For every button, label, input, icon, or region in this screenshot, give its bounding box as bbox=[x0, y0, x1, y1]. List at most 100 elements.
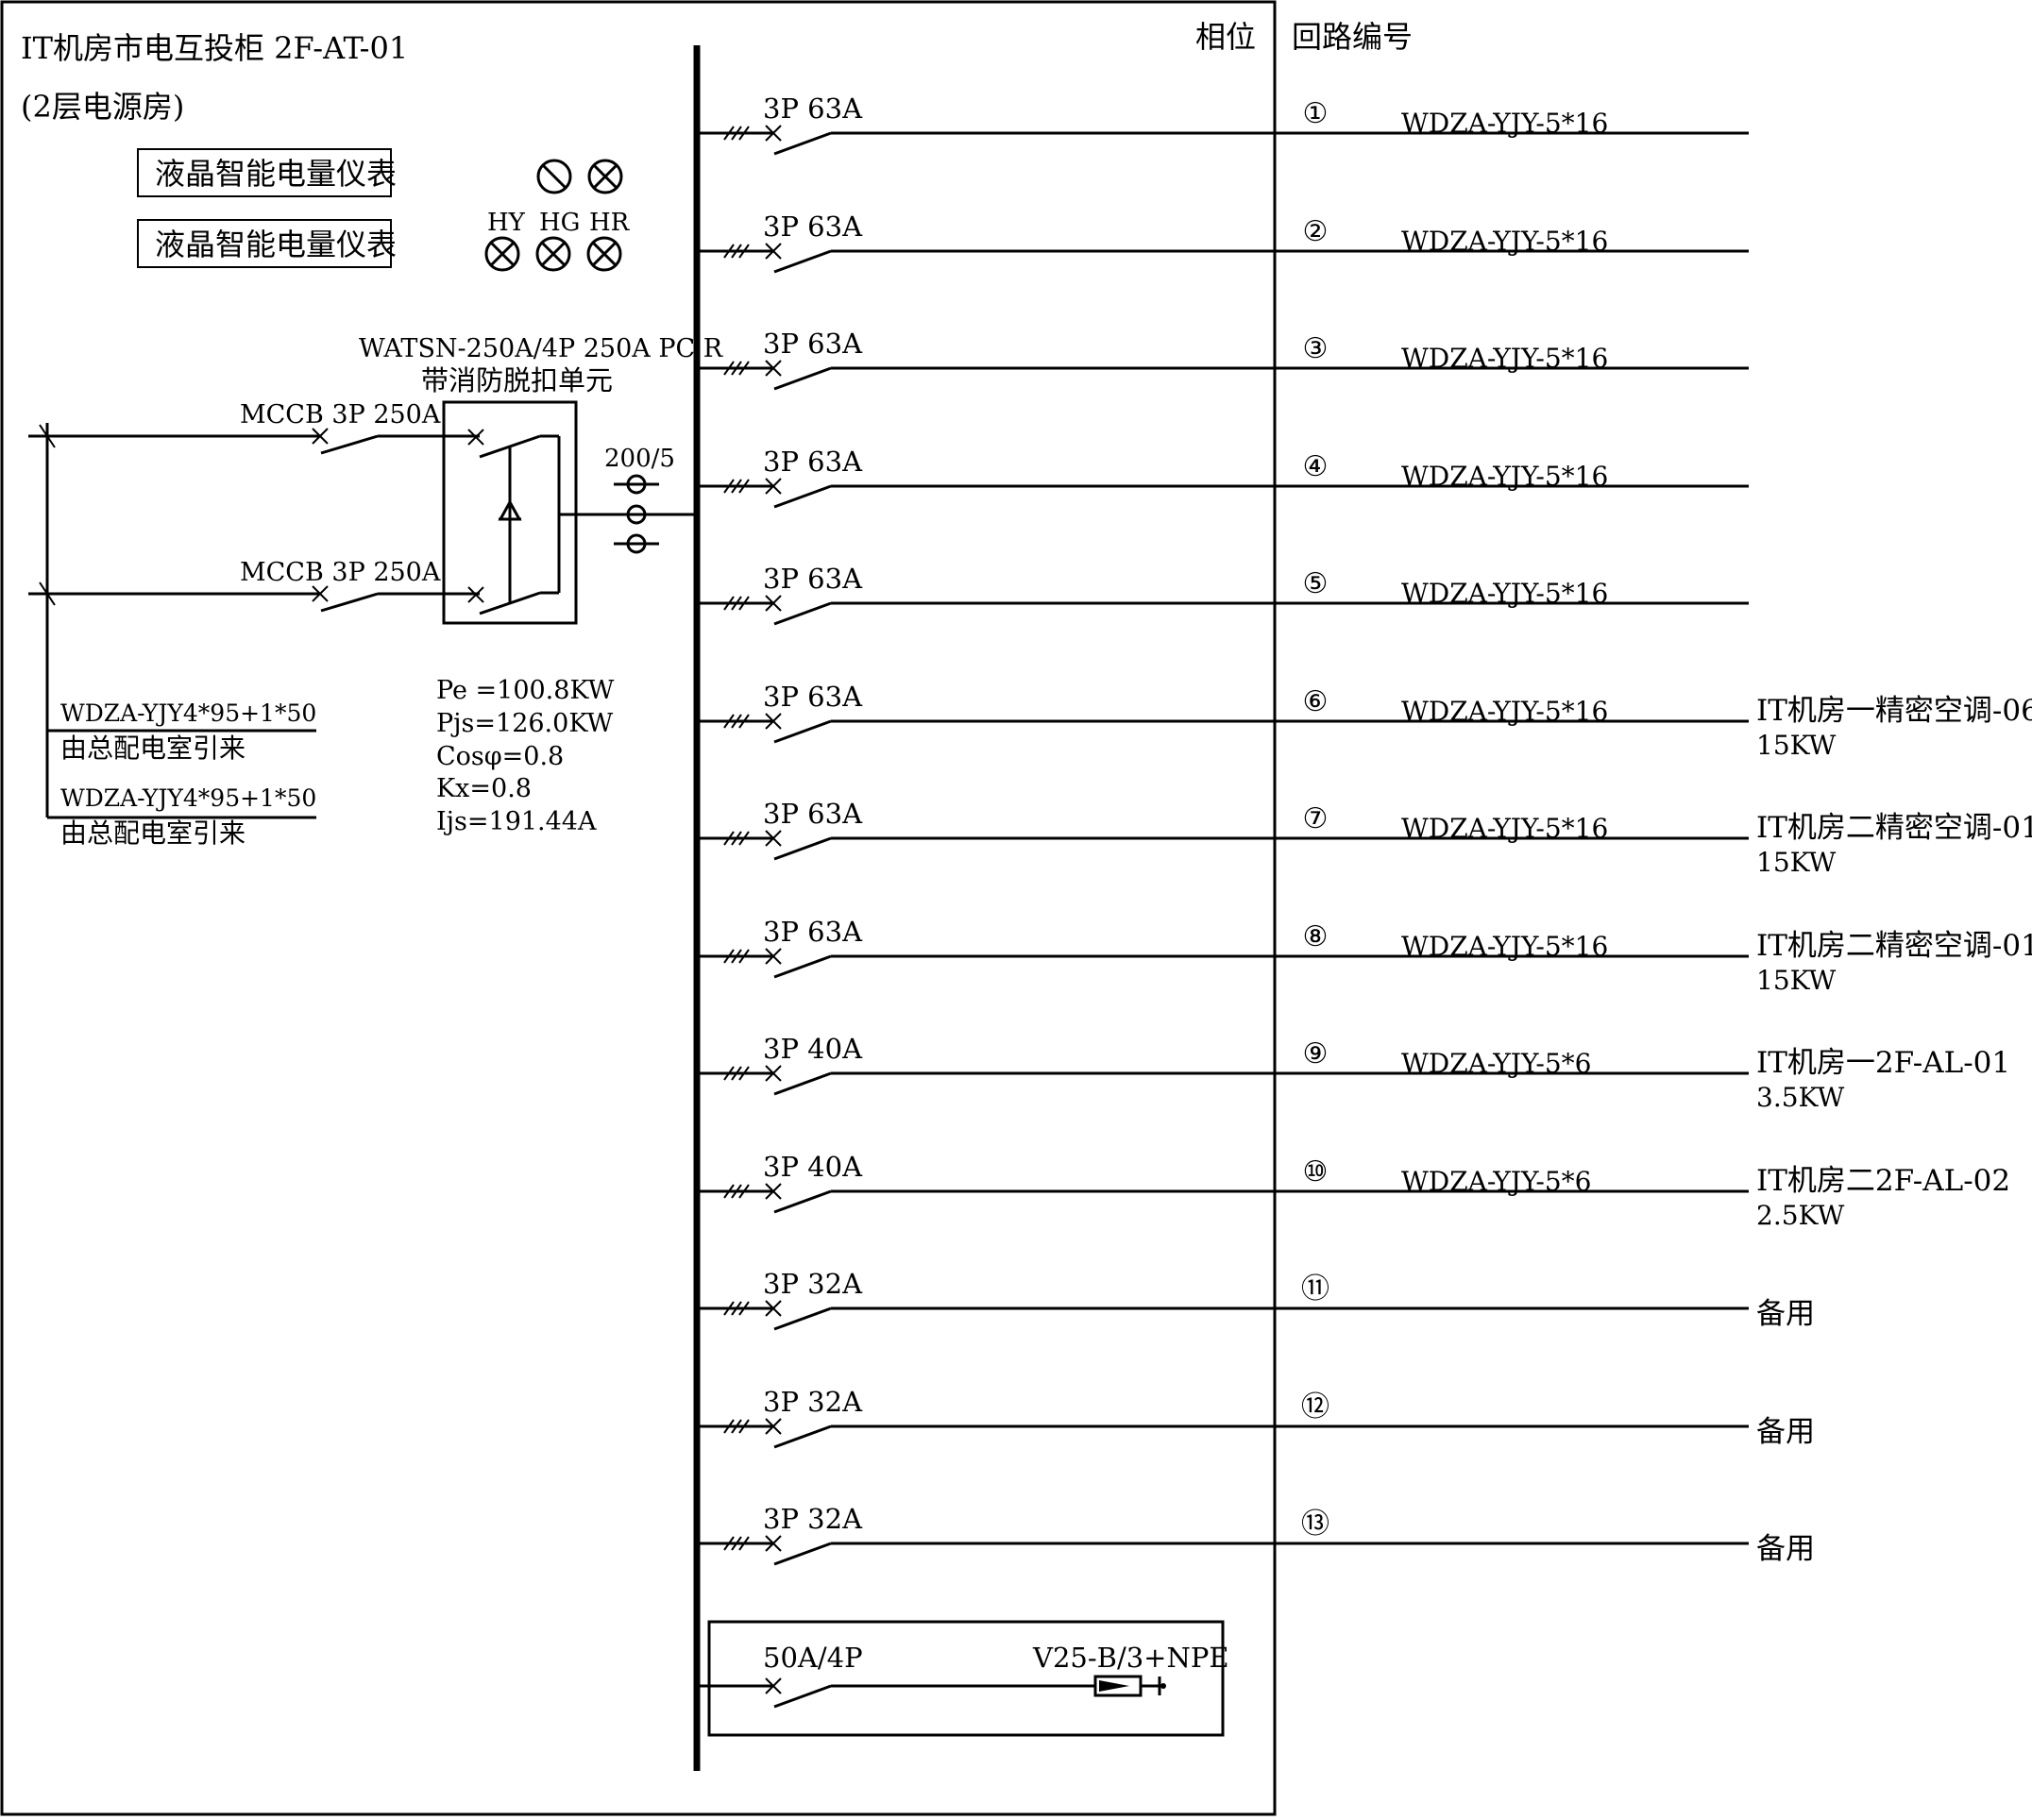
spd-section: 50A/4P V25-B/3+NPE bbox=[697, 1620, 1229, 1737]
incomer-2: MCCB 3P 250A bbox=[28, 558, 480, 613]
circuit-cable: WDZA-YJY-5*6 bbox=[1401, 1166, 1592, 1197]
breaker-blade bbox=[773, 954, 832, 979]
breaker-contact-icon bbox=[765, 1418, 782, 1435]
circuit-breaker-rating: 3P 63A bbox=[763, 798, 863, 830]
breaker-contact-icon bbox=[765, 1300, 782, 1317]
breaker-blade bbox=[773, 836, 832, 861]
circuit-row: 3P 32A ⑪ 备用 bbox=[697, 1268, 1815, 1331]
meter-box-1 bbox=[137, 148, 392, 197]
lamp-hy-icon bbox=[484, 236, 520, 272]
spd-breaker: 50A/4P bbox=[763, 1642, 863, 1674]
incomer-1: MCCB 3P 250A bbox=[28, 400, 480, 455]
meter-label-2: 液晶智能电量仪表 bbox=[155, 227, 397, 262]
ats-switch bbox=[442, 400, 697, 625]
breaker-blade bbox=[773, 1189, 832, 1214]
circuit-breaker-rating: 3P 32A bbox=[763, 1386, 863, 1418]
spd-model: V25-B/3+NPE bbox=[1032, 1642, 1229, 1674]
switch-indicator-icon bbox=[536, 159, 572, 194]
calc-pjs: Pjs=126.0KW bbox=[436, 709, 614, 738]
circuit-power: 3.5KW bbox=[1756, 1082, 1844, 1113]
circuit-cable: WDZA-YJY-5*16 bbox=[1401, 108, 1608, 139]
circuit-load: 备用 bbox=[1756, 1532, 1815, 1566]
circuit-cable: WDZA-YJY-5*6 bbox=[1401, 1048, 1592, 1079]
breaker-blade bbox=[773, 131, 832, 156]
circuit-number: ④ bbox=[1303, 450, 1329, 483]
three-phase-tick-icon bbox=[723, 1184, 750, 1199]
lamp-label-hg: HG bbox=[539, 209, 580, 237]
calc-ijs: Ijs=191.44A bbox=[436, 807, 597, 836]
ct-icon bbox=[614, 474, 659, 554]
lamp-label-hr: HR bbox=[589, 209, 631, 237]
circuit-load: 备用 bbox=[1756, 1415, 1815, 1449]
calc-kx: Kx=0.8 bbox=[436, 774, 532, 803]
circuit-number: ⑧ bbox=[1303, 920, 1329, 953]
ct-ratio: 200/5 bbox=[604, 445, 675, 473]
breaker-contact-icon bbox=[765, 125, 782, 142]
incomer-1-cable: WDZA-YJY4*95+1*50 bbox=[60, 699, 316, 727]
circuit-breaker-rating: 3P 32A bbox=[763, 1503, 863, 1535]
circuit-cable: WDZA-YJY-5*16 bbox=[1401, 343, 1608, 374]
circuit-cable: WDZA-YJY-5*16 bbox=[1401, 931, 1608, 962]
circuit-breaker-rating: 3P 63A bbox=[763, 446, 863, 478]
lamp-label-hy: HY bbox=[487, 209, 526, 237]
circuit-breaker-rating: 3P 63A bbox=[763, 563, 863, 595]
incomer-1-source: 由总配电室引来 bbox=[60, 733, 246, 764]
breaker-contact-icon bbox=[765, 360, 782, 377]
circuit-number: ③ bbox=[1303, 332, 1329, 365]
circuit-number: ⑪ bbox=[1301, 1272, 1329, 1306]
circuit-number: ⑩ bbox=[1303, 1155, 1329, 1188]
circuit-breaker-rating: 3P 63A bbox=[763, 681, 863, 713]
ats-note: 带消防脱扣单元 bbox=[421, 364, 613, 396]
three-phase-tick-icon bbox=[723, 714, 750, 729]
circuit-load: IT机房二精密空调-01 bbox=[1756, 811, 2032, 845]
circuit-number: ⑦ bbox=[1303, 802, 1329, 835]
breaker-blade bbox=[773, 484, 832, 509]
circuit-power: 15KW bbox=[1756, 847, 1837, 878]
three-phase-tick-icon bbox=[723, 596, 750, 611]
circuit-number: ⑥ bbox=[1303, 685, 1329, 718]
calc-cos: Cosφ=0.8 bbox=[436, 742, 564, 771]
breaker-contact-icon bbox=[765, 830, 782, 847]
circuit-power: 15KW bbox=[1756, 965, 1837, 996]
three-phase-tick-icon bbox=[723, 831, 750, 846]
circuit-number: ⑬ bbox=[1301, 1508, 1329, 1541]
circuit-breaker-rating: 3P 63A bbox=[763, 211, 863, 243]
circuit-load: IT机房一2F-AL-01 bbox=[1756, 1046, 2010, 1080]
incomer-1-breaker: MCCB 3P 250A bbox=[240, 400, 441, 430]
three-phase-tick-icon bbox=[723, 361, 750, 376]
breaker-contact-icon bbox=[765, 713, 782, 730]
breaker-blade bbox=[773, 1542, 832, 1566]
three-phase-tick-icon bbox=[723, 126, 750, 141]
breaker-blade bbox=[773, 1424, 832, 1449]
circuit-breaker-rating: 3P 32A bbox=[763, 1268, 863, 1300]
circuit-breaker-rating: 3P 63A bbox=[763, 916, 863, 948]
circuit-load: 备用 bbox=[1756, 1297, 1815, 1331]
lamp-hg-icon bbox=[535, 236, 571, 272]
circuit-load: IT机房二2F-AL-02 bbox=[1756, 1164, 2010, 1198]
breaker-blade bbox=[773, 601, 832, 626]
three-phase-tick-icon bbox=[723, 1419, 750, 1434]
three-phase-tick-icon bbox=[723, 479, 750, 494]
phase-header: 相位 bbox=[1195, 19, 1256, 55]
circuit-load: IT机房一精密空调-06 bbox=[1756, 694, 2032, 728]
three-phase-tick-icon bbox=[723, 1066, 750, 1081]
panel-title: IT机房市电互投柜 2F-AT-01 bbox=[21, 30, 408, 66]
circuit-power: 15KW bbox=[1756, 730, 1837, 761]
incomer-2-breaker: MCCB 3P 250A bbox=[240, 558, 441, 587]
circuit-number: ⑨ bbox=[1303, 1037, 1329, 1070]
panel-subtitle: (2层电源房) bbox=[21, 89, 184, 125]
breaker-contact-icon bbox=[765, 243, 782, 260]
three-phase-tick-icon bbox=[723, 1301, 750, 1316]
circuit-cable: WDZA-YJY-5*16 bbox=[1401, 813, 1608, 844]
incomer-2-source: 由总配电室引来 bbox=[60, 817, 246, 849]
breaker-contact-icon bbox=[765, 595, 782, 612]
